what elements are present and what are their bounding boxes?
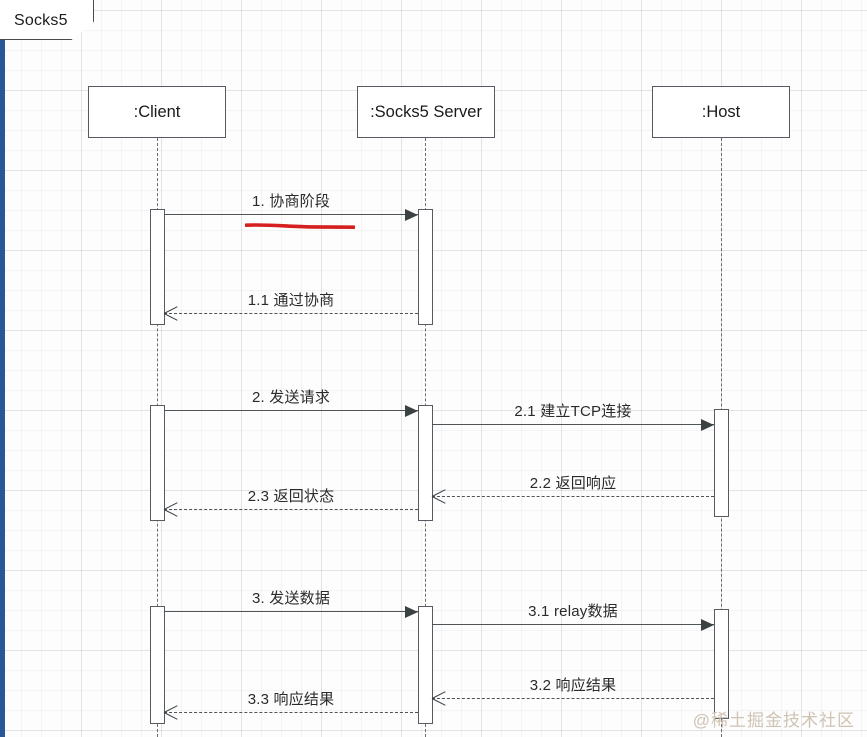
- message-label-3.2: 3.2 响应结果: [529, 677, 617, 694]
- message-label-3.1: 3.1 relay数据: [528, 603, 618, 620]
- frame-tab-label: Socks5: [14, 12, 68, 29]
- message-label-2.1: 2.1 建立TCP连接: [514, 403, 632, 420]
- message-label-2.2: 2.2 返回响应: [529, 475, 617, 492]
- message-line-3.1[interactable]: [432, 624, 714, 625]
- red-underline-annotation: [245, 223, 355, 229]
- lifeline-head-client[interactable]: :Client: [88, 86, 226, 138]
- message-label-1.1: 1.1 通过协商: [247, 292, 335, 309]
- frame-tab: [0, 0, 94, 40]
- message-arrowhead-2.3: [164, 502, 178, 516]
- message-arrowhead-3.1: [701, 619, 714, 631]
- message-arrowhead-2: [405, 405, 418, 417]
- message-arrowhead-1: [405, 209, 418, 221]
- message-arrowhead-3: [405, 606, 418, 618]
- message-line-1.1[interactable]: [164, 313, 418, 314]
- message-label-2: 2. 发送请求: [251, 389, 331, 406]
- message-arrowhead-2.2: [432, 489, 446, 503]
- activation-bar[interactable]: [418, 405, 433, 521]
- message-line-2.3[interactable]: [164, 509, 418, 510]
- message-arrowhead-3.2: [432, 691, 446, 705]
- activation-bar[interactable]: [150, 209, 165, 325]
- message-arrowhead-2.1: [701, 419, 714, 431]
- message-label-3: 3. 发送数据: [251, 590, 331, 607]
- lifeline-head-host[interactable]: :Host: [652, 86, 790, 138]
- activation-bar[interactable]: [714, 609, 729, 719]
- lifeline-head-socks5-server[interactable]: :Socks5 Server: [357, 86, 495, 138]
- message-line-3[interactable]: [164, 611, 418, 612]
- left-blue-rail: [0, 38, 5, 737]
- activation-bar[interactable]: [418, 606, 433, 724]
- activation-bar[interactable]: [150, 606, 165, 724]
- watermark: @稀土掘金技术社区: [692, 711, 855, 730]
- message-line-2.2[interactable]: [432, 496, 714, 497]
- message-line-3.2[interactable]: [432, 698, 714, 699]
- message-line-2[interactable]: [164, 410, 418, 411]
- activation-bar[interactable]: [418, 209, 433, 325]
- message-line-3.3[interactable]: [164, 712, 418, 713]
- message-label-1: 1. 协商阶段: [251, 193, 331, 210]
- message-label-3.3: 3.3 响应结果: [247, 691, 335, 708]
- message-label-2.3: 2.3 返回状态: [247, 488, 335, 505]
- activation-bar[interactable]: [150, 405, 165, 521]
- message-line-2.1[interactable]: [432, 424, 714, 425]
- message-arrowhead-3.3: [164, 705, 178, 719]
- message-arrowhead-1.1: [164, 306, 178, 320]
- activation-bar[interactable]: [714, 409, 729, 517]
- message-line-1[interactable]: [164, 214, 418, 215]
